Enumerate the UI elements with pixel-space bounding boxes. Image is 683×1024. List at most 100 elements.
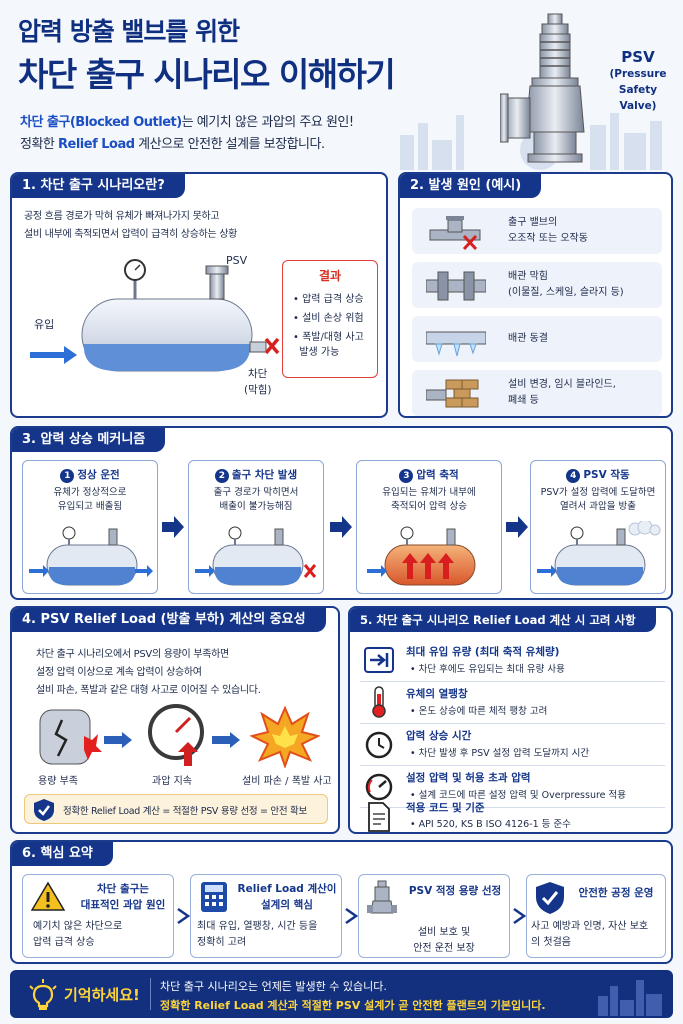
result-item: • 압력 급격 상승: [293, 294, 364, 305]
step-desc-line2: 유입되고 배출됨: [57, 501, 123, 512]
summary-desc-line2: 안전 운전 보장: [413, 943, 475, 954]
icon-label-capacity: 용량 부족: [38, 776, 78, 787]
subtitle2-rest: 계산으로 안전한 설계를 보장합니다.: [134, 137, 325, 152]
summary-title-line1: Relief Load 계산이: [237, 883, 337, 895]
factor-desc: • 차단 발생 후 PSV 설정 압력 도달까지 시간: [410, 748, 590, 759]
section5-heading: 5. 차단 출구 시나리오 Relief Load 계산 시 고려 사항: [350, 608, 656, 632]
icon-label-overpressure: 과압 지속: [152, 776, 192, 787]
section4-heading: 4. PSV Relief Load (방출 부하) 계산의 중요성: [12, 608, 326, 632]
cause-item-frozen-pipe: 배관 동결: [412, 316, 662, 362]
factor-title: 최대 유입 유량 (최대 축적 유체량): [406, 646, 560, 658]
step-desc-line1: 유체가 정상적으로: [53, 487, 127, 498]
section-considerations: 5. 차단 출구 시나리오 Relief Load 계산 시 고려 사항 최대 …: [348, 606, 673, 834]
lightbulb-icon: [29, 979, 57, 1010]
step-desc-line1: 유입되는 유체가 내부에: [382, 487, 476, 498]
chevron-right-icon: [345, 908, 358, 924]
summary-title-line2: 대표적인 과압 원인: [80, 899, 166, 911]
summary-desc-line1: 예기치 않은 차단으로: [33, 921, 123, 932]
cause-line1: 배관 동결: [508, 333, 548, 344]
result-item: 발생 가능: [293, 347, 340, 358]
shield-check-icon: [34, 799, 54, 821]
psv-tag-line1: (Pressure: [609, 68, 667, 80]
factor-title: 유체의 열팽창: [406, 688, 468, 700]
step-number: 3: [399, 469, 414, 483]
factor-set-pressure: 설정 압력 및 허용 초과 압력 • 설계 코드에 따른 설정 압력 및 Ove…: [360, 766, 665, 808]
cause-item-pipe-clog: 배관 막힘(이물질, 스케일, 슬라지 등): [412, 262, 662, 308]
step-title-text: 출구 차단 발생: [231, 469, 298, 481]
chevron-right-icon: [177, 908, 190, 924]
clock-icon: [365, 731, 393, 759]
result-box: 결과 • 압력 급격 상승 • 설비 손상 위험 • 폭발/대형 사고 발생 가…: [282, 260, 378, 378]
section3-heading: 3. 압력 상승 메커니즘: [12, 428, 166, 452]
summary-title: 안전한 공정 운영: [578, 887, 654, 899]
factor-desc: • 차단 후에도 유입되는 최대 유량 사용: [410, 664, 565, 675]
blind-wall-icon: [426, 379, 479, 408]
cause-label: 설비 변경, 임시 블라인드,폐쇄 등: [508, 377, 616, 409]
section1-psv-label: PSV: [226, 254, 248, 267]
factor-desc: • API 520, KS B ISO 4126-1 등 준수: [410, 819, 571, 830]
factor-desc: • 온도 상승에 따른 체적 팽창 고려: [410, 706, 548, 717]
footer-line1: 차단 출구 시나리오는 언제든 발생한 수 있습니다.: [160, 980, 387, 993]
summary-desc-line1: 설비 보호 및: [417, 927, 471, 938]
step-number: 4: [566, 469, 581, 483]
psv-tag-title: PSV: [621, 48, 655, 66]
psv-tag-line2: Safety: [618, 84, 658, 96]
plant-silhouette-icon: [598, 980, 662, 1016]
section1-blocked-label: 차단: [248, 368, 268, 380]
cause-line1: 출구 밸브의: [508, 217, 558, 228]
factor-title: 압력 상승 시간: [406, 730, 472, 742]
result-item: • 설비 손상 위험: [293, 313, 364, 324]
pressure-gauge-icon: [148, 704, 204, 766]
cause-label: 배관 막힘(이물질, 스케일, 슬라지 등): [508, 269, 624, 301]
subtitle-line2: 정확한 Relief Load 계산으로 안전한 설계를 보장합니다.: [20, 133, 325, 152]
vessel-relief-icon: [537, 521, 661, 586]
remember-label: 기억하세요!: [64, 986, 140, 1004]
calculator-icon: [201, 882, 227, 912]
frozen-pipe-icon: [426, 331, 486, 357]
shield-check-icon: [536, 882, 564, 914]
summary-desc-line1: 최대 유입, 열팽창, 시간 등을: [197, 921, 318, 932]
title-line1: 압력 방출 밸브를 위한: [18, 17, 240, 46]
arrow-right-icon: [212, 732, 240, 748]
footer-divider: [150, 978, 151, 1010]
valve-icon: [367, 880, 397, 914]
vessel-pressure-icon: [367, 526, 476, 586]
chevron-right-icon: [513, 908, 526, 924]
step-desc-line1: PSV가 설정 압력에 도달하면: [540, 487, 656, 498]
icon-label-explosion: 설비 파손 / 폭발 사고: [242, 776, 332, 787]
factor-pressure-rise-time: 압력 상승 시간 • 차단 발생 후 PSV 설정 압력 도달까지 시간: [360, 724, 665, 766]
thermometer-icon: [372, 686, 386, 718]
section6-heading: 6. 핵심 요약: [12, 842, 113, 866]
summary-desc-line2: 압력 급격 상승: [33, 937, 95, 948]
summary-title-line1: 차단 출구는: [97, 883, 149, 895]
arrow-right-icon: [330, 516, 352, 538]
cause-item-blind: 설비 변경, 임시 블라인드,폐쇄 등: [412, 370, 662, 416]
note-box: 정확한 Relief Load 계산 = 적절한 PSV 용량 선정 = 안전 …: [24, 794, 328, 824]
step-desc-line1: 출구 경로가 막히면서: [213, 487, 299, 498]
section2-heading: 2. 발생 원인 (예시): [400, 174, 542, 198]
section1-heading: 1. 차단 출구 시나리오란?: [12, 174, 185, 198]
factor-thermal-expansion: 유체의 열팽창 • 온도 상승에 따른 체적 팽창 고려: [360, 682, 665, 724]
summary-desc-line1: 사고 예방과 인명, 자산 보호: [531, 921, 649, 932]
valve-misoperation-icon: [429, 216, 481, 251]
factor-max-inflow: 최대 유입 유량 (최대 축적 유체량) • 차단 후에도 유입되는 최대 유량…: [360, 640, 665, 682]
document-icon: [368, 802, 390, 832]
result-item: • 폭발/대형 사고: [293, 332, 364, 343]
step-desc-line2: 열려서 과압을 방출: [560, 501, 636, 512]
section1-inlet-label: 유입: [34, 318, 55, 331]
subtitle-rest: 는 예기치 않은 과압의 주요 원인!: [181, 115, 354, 130]
explosion-icon: [250, 705, 320, 768]
